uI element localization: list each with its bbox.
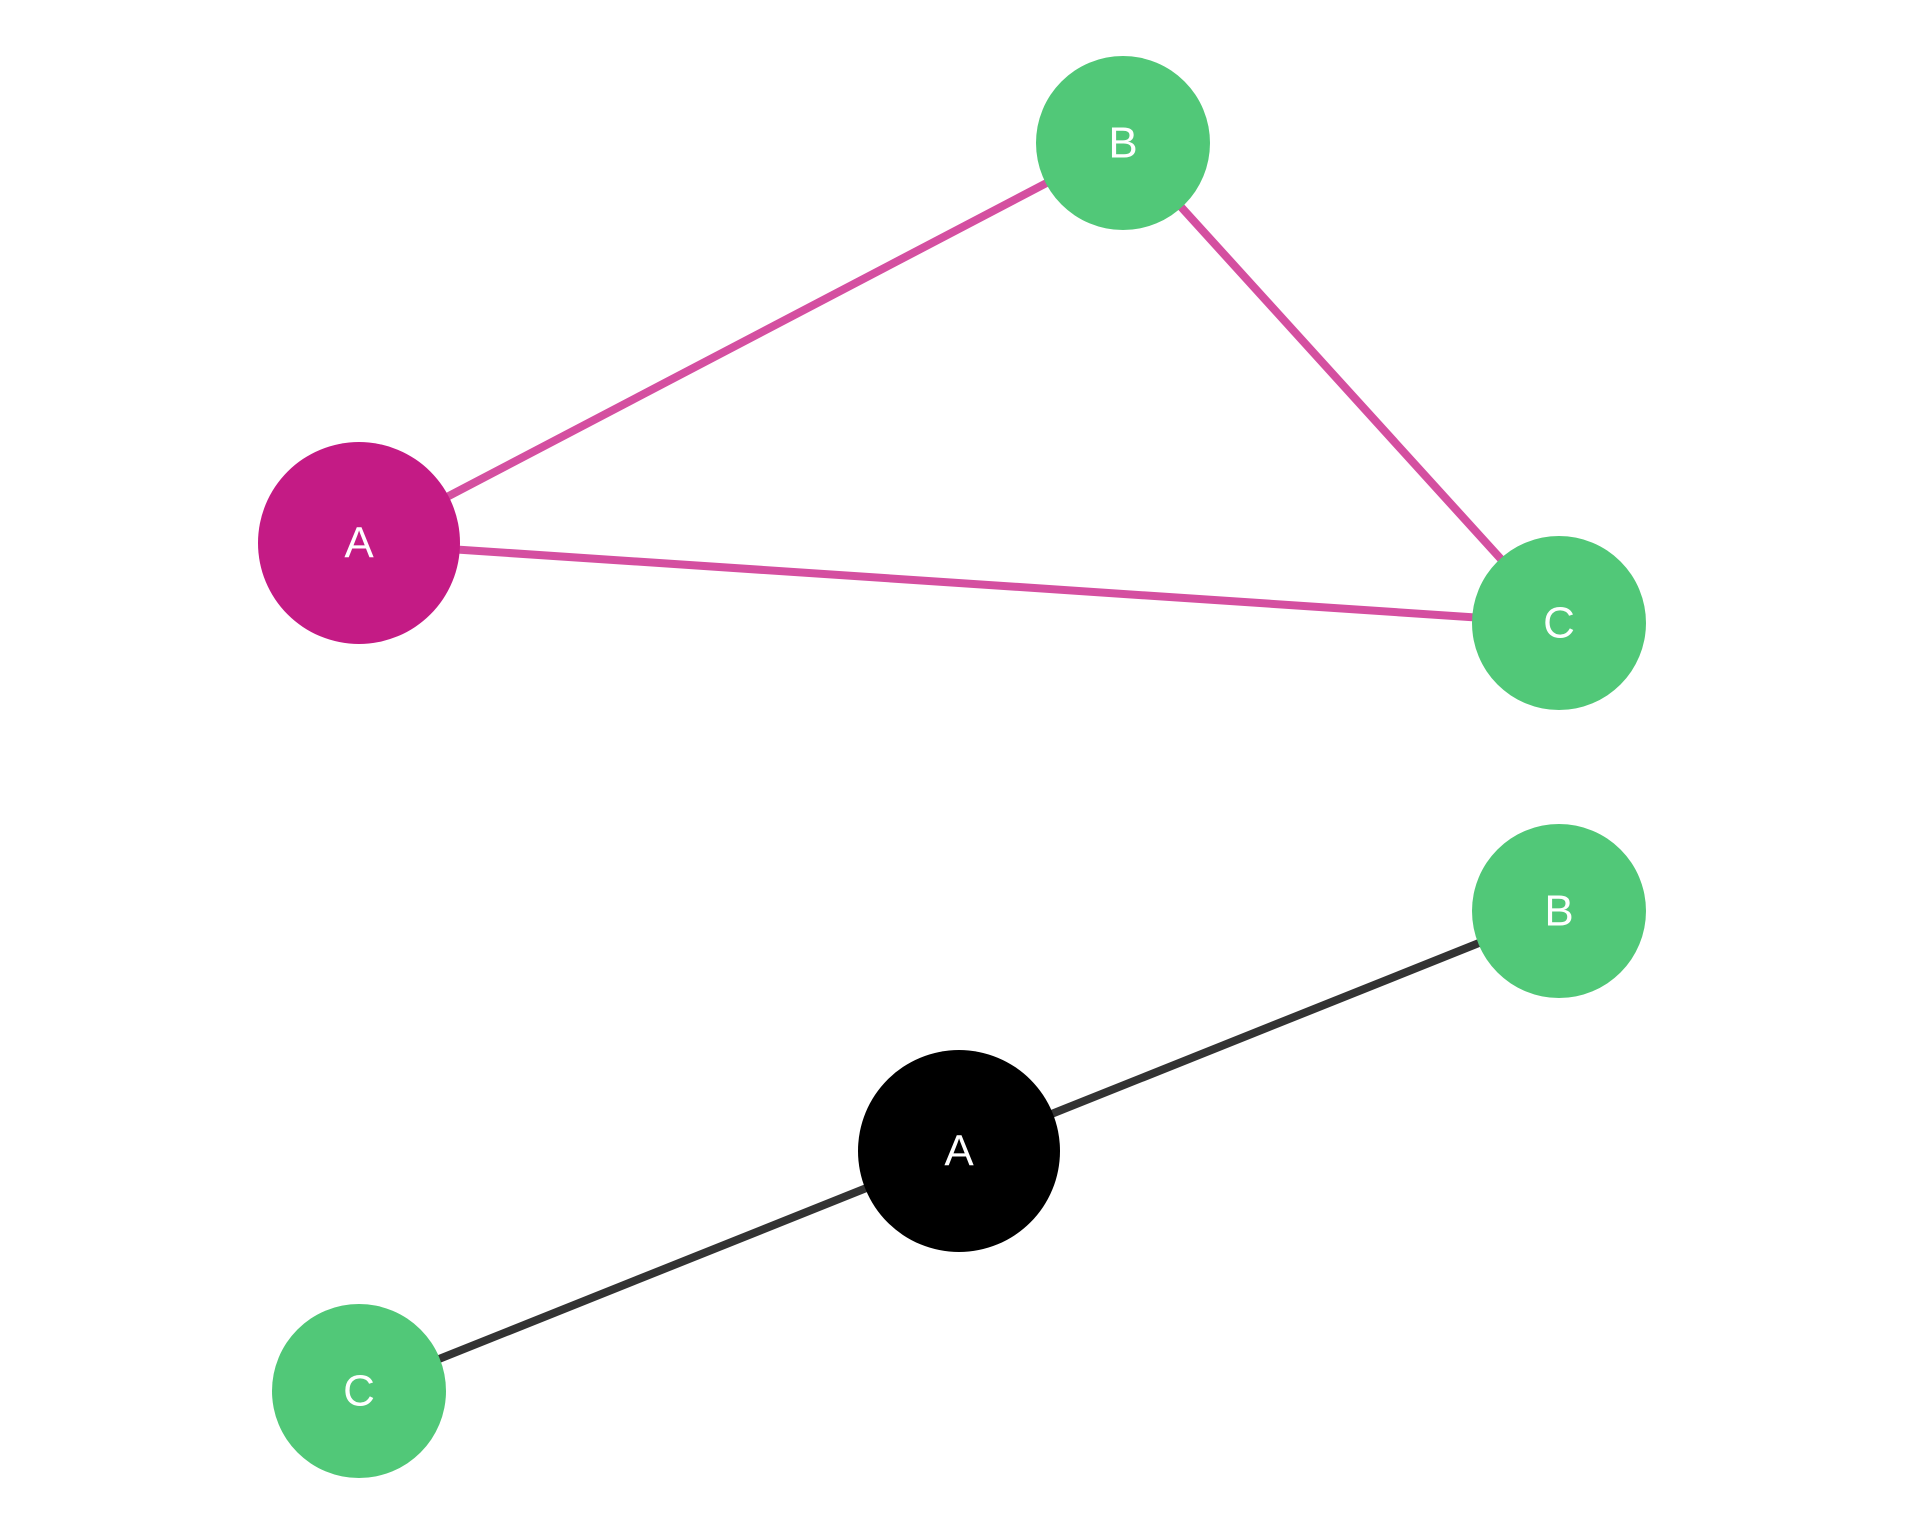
node-b[interactable]: B <box>1036 56 1210 230</box>
node-label: B <box>1544 887 1573 936</box>
edge-a-b <box>357 139 1125 547</box>
edge-a-c <box>358 539 1560 627</box>
node-a[interactable]: A <box>858 1050 1060 1252</box>
node-a[interactable]: A <box>258 442 460 644</box>
edge-a-b <box>957 907 1561 1155</box>
node-label: C <box>343 1367 375 1416</box>
node-c[interactable]: C <box>1472 536 1646 710</box>
edge-a-c <box>357 1147 961 1395</box>
bottom-graph: A B C <box>272 824 1646 1478</box>
node-label: B <box>1108 119 1137 168</box>
node-c[interactable]: C <box>272 1304 446 1478</box>
node-label: A <box>944 1127 974 1176</box>
node-label: A <box>344 519 374 568</box>
node-b[interactable]: B <box>1472 824 1646 998</box>
node-label: C <box>1543 599 1575 648</box>
edge-b-c <box>1120 140 1562 626</box>
top-graph: A B C <box>258 56 1646 710</box>
